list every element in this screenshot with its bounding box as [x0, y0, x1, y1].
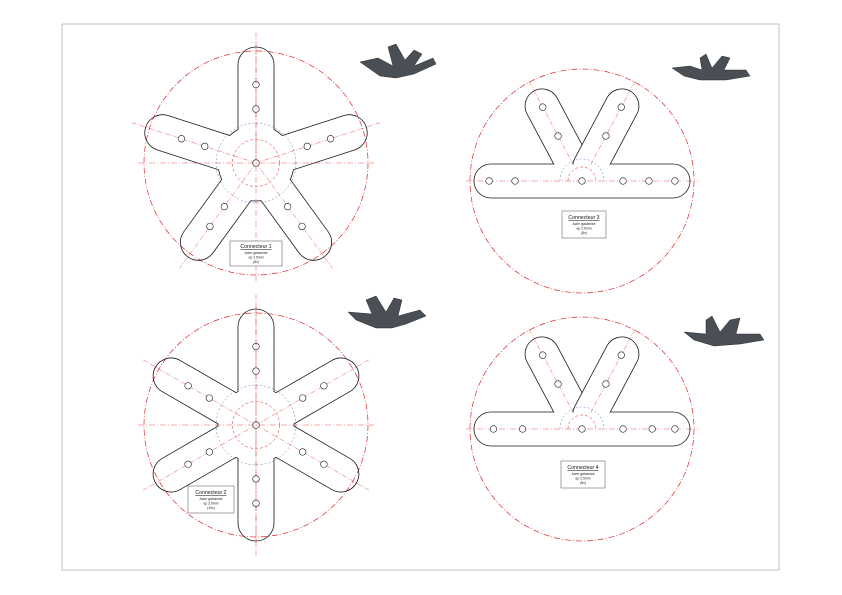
- connector-1-thickness: ep 2.5mm: [248, 256, 263, 260]
- connector-3-center-hole: [578, 177, 586, 185]
- connector-4-hub-arc: [567, 414, 597, 430]
- connector-3-material: Acier galvanisé: [573, 222, 596, 226]
- connector-3-bolt-hole: [554, 132, 562, 140]
- connector-4-bolt-hole: [489, 425, 498, 433]
- connector-1-bolt-hole: [303, 142, 311, 150]
- connector-3-title: Connecteur 3: [568, 215, 599, 221]
- connector-3-bolt-hole: [619, 177, 627, 185]
- connector-2-bolt-hole: [299, 394, 307, 402]
- connector-2-3d-preview: [347, 295, 427, 329]
- connector-1-hub-circle: [232, 139, 280, 187]
- connector-1-bolt-hole: [298, 222, 306, 231]
- connector-2-bolt-hole: [320, 382, 328, 390]
- connector-3-bolt-hole: [671, 177, 679, 185]
- connector-1-bolt-hole: [201, 142, 209, 150]
- connector-1-title: Connecteur 1: [240, 244, 271, 250]
- connector-2-arm-axis: [142, 424, 257, 491]
- connector-3-bolt-hole: [485, 177, 493, 185]
- connector-4-material: Acier galvanisé: [572, 472, 595, 476]
- connector-1-arm-axis: [255, 162, 333, 269]
- connector-4-drawing: [466, 316, 698, 542]
- connector-2-label: Connecteur 2 Acier galvanisé ep 2.5mm (1…: [187, 485, 235, 514]
- connector-4-bolt-hole: [554, 380, 562, 388]
- connector-4-bolt-hole: [617, 351, 625, 359]
- connector-1-arm-axis: [131, 122, 257, 164]
- connector-3-hub-arc: [567, 166, 597, 182]
- connector-3-label: Connecteur 3 Acier galvanisé ep 2.5mm (8…: [561, 210, 607, 239]
- connector-3-bolt-hole: [617, 103, 625, 111]
- connector-1-material: Acier galvanisé: [245, 251, 268, 255]
- connector-1-bolt-hole: [284, 203, 292, 211]
- sheet-frame: [61, 23, 780, 571]
- connector-4-bolt-hole: [671, 425, 679, 433]
- connector-4-arm-axis: [581, 328, 636, 430]
- connector-2-arm-axis: [255, 359, 370, 426]
- connector-2-thickness: ep 2.5mm: [203, 502, 218, 506]
- connector-4-bolt-hole: [539, 351, 547, 359]
- connector-4-center-hole: [578, 425, 586, 433]
- connector-2-quantity: (10x): [207, 506, 215, 510]
- connector-3-bolt-hole: [645, 177, 653, 185]
- connector-3-bolt-hole: [539, 103, 547, 111]
- connector-1-bolt-hole: [177, 135, 186, 143]
- connector-2-hub-circle: [232, 401, 280, 449]
- connector-2-bolt-hole: [184, 382, 192, 390]
- connector-4-bend-arc: [559, 406, 605, 430]
- connector-2-bolt-hole: [205, 394, 213, 402]
- connector-4-thickness: ep 2.5mm: [575, 477, 590, 481]
- connector-2-material: Acier galvanisé: [200, 497, 223, 501]
- connector-3-bolt-hole: [602, 132, 610, 140]
- connector-2-bolt-hole: [205, 448, 213, 456]
- connector-2-title: Connecteur 2: [195, 490, 226, 496]
- connector-2-bolt-hole: [299, 448, 307, 456]
- connector-2-arm-axis: [255, 424, 370, 491]
- connector-3-drawing: [466, 68, 698, 294]
- connector-1-bolt-hole: [206, 222, 214, 231]
- connector-1-quantity: (8x): [253, 260, 259, 264]
- connector-3-3d-preview: [671, 53, 751, 81]
- connector-4-quantity: (8x): [580, 481, 586, 485]
- connector-2-outline: [152, 308, 360, 542]
- connector-2-bolt-hole: [184, 460, 192, 468]
- connector-4-label: Connecteur 4 Acier galvanisé ep 2.5mm (8…: [560, 460, 606, 489]
- connector-3-thickness: ep 2.5mm: [576, 227, 591, 231]
- connector-1-drawing: [131, 32, 381, 281]
- connector-1-bolt-hole: [326, 135, 335, 143]
- connector-2-drawing: [138, 294, 374, 556]
- connector-2-envelope-circle: [143, 312, 369, 538]
- connector-1-3d-preview: [359, 43, 437, 79]
- connector-3-quantity: (8x): [581, 231, 587, 235]
- connector-4-3d-preview: [683, 315, 765, 347]
- connector-4-bolt-hole: [602, 380, 610, 388]
- connector-4-bolt-hole: [518, 425, 527, 433]
- connector-1-bolt-hole: [220, 203, 228, 211]
- connector-1-arm-axis: [255, 122, 381, 164]
- connector-1-envelope-circle: [143, 50, 369, 276]
- connector-1-outline: [144, 46, 368, 261]
- connector-3-arm-axis: [581, 80, 636, 182]
- connector-4-bolt-hole: [648, 425, 656, 433]
- connector-4-bolt-hole: [619, 425, 627, 433]
- connector-1-label: Connecteur 1 Acier galvanisé ep 2.5mm (8…: [229, 240, 283, 267]
- connector-2-bolt-hole: [320, 460, 328, 468]
- connector-2-arm-axis: [142, 359, 257, 426]
- connector-3-bend-arc: [559, 158, 605, 182]
- connector-4-title: Connecteur 4: [567, 465, 598, 471]
- connector-3-bolt-hole: [511, 177, 519, 185]
- connector-1-arm-axis: [179, 162, 257, 269]
